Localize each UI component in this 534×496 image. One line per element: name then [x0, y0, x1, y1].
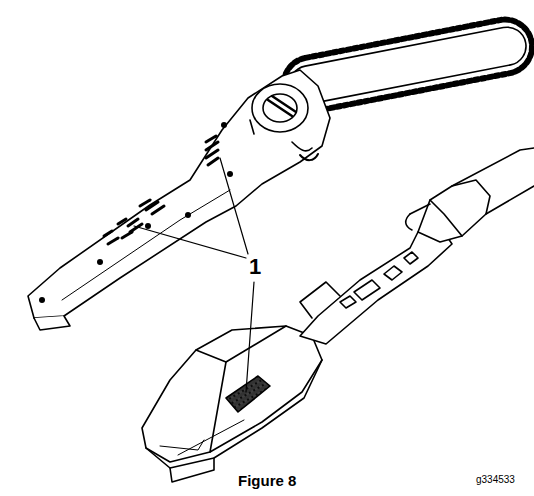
- callout-number: 1: [249, 254, 261, 280]
- screws: [39, 122, 233, 303]
- vent-slots: [104, 136, 218, 244]
- handle-motor-unit: [142, 148, 534, 482]
- figure-code: g334533: [476, 474, 515, 485]
- leader-lines: [134, 158, 254, 392]
- sprocket-cover: [250, 84, 318, 160]
- figure-caption: Figure 8: [238, 472, 296, 489]
- saw-head-housing: [28, 70, 330, 318]
